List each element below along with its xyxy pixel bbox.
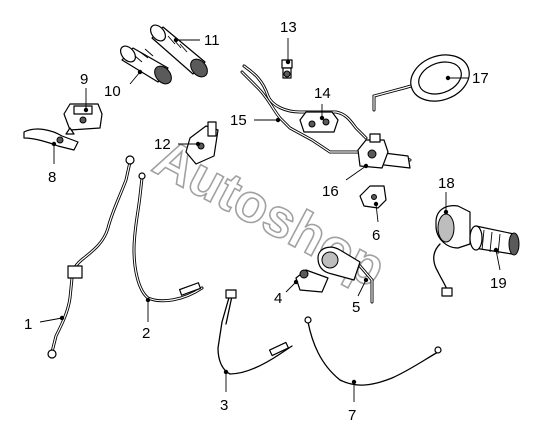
callout-10: 10 (104, 83, 121, 100)
part-11-right-grip[interactable] (148, 22, 211, 80)
part-1-brake-hose[interactable] (47, 155, 135, 359)
part-17-mirror[interactable] (372, 47, 476, 112)
callout-13: 13 (280, 19, 297, 36)
part-14-clamp[interactable] (299, 111, 339, 133)
part-18-switch-housing[interactable] (433, 205, 471, 297)
callout-17: 17 (472, 70, 489, 87)
part-12-switch-bracket[interactable] (185, 121, 219, 165)
part-4-throttle-pulley[interactable] (295, 269, 329, 293)
part-19-throttle-grip[interactable] (469, 225, 520, 256)
part-16-lever-clamp[interactable] (357, 133, 389, 169)
part-7-cable[interactable] (304, 316, 442, 386)
callout-6: 6 (372, 227, 380, 244)
callout-4: 4 (274, 290, 282, 307)
part-10-left-grip[interactable] (118, 43, 175, 87)
callout-8: 8 (48, 169, 56, 186)
callout-labels: 1 2 3 4 5 6 7 8 9 10 11 12 13 14 15 16 1… (24, 19, 507, 424)
callout-5: 5 (352, 299, 360, 316)
callout-3: 3 (220, 397, 228, 414)
callout-16: 16 (322, 183, 339, 200)
part-2-cable[interactable] (132, 172, 204, 303)
callout-14: 14 (314, 85, 331, 102)
callout-18: 18 (438, 175, 455, 192)
callout-2: 2 (142, 325, 150, 342)
callout-19: 19 (490, 275, 507, 292)
part-8-brake-lever[interactable] (23, 128, 79, 151)
leader-lines (39, 37, 501, 402)
part-3-cable[interactable] (217, 289, 293, 375)
callout-11: 11 (204, 32, 220, 49)
callout-12: 12 (154, 136, 171, 153)
part-5-throttle-housing[interactable] (317, 246, 374, 304)
part-6-bracket[interactable] (359, 185, 387, 209)
part-13-bolt[interactable] (281, 59, 293, 79)
callout-15: 15 (230, 112, 247, 129)
callout-9: 9 (80, 71, 88, 88)
callout-7: 7 (348, 407, 356, 424)
part-9-master-cylinder[interactable] (63, 103, 103, 135)
callout-1: 1 (24, 316, 32, 333)
